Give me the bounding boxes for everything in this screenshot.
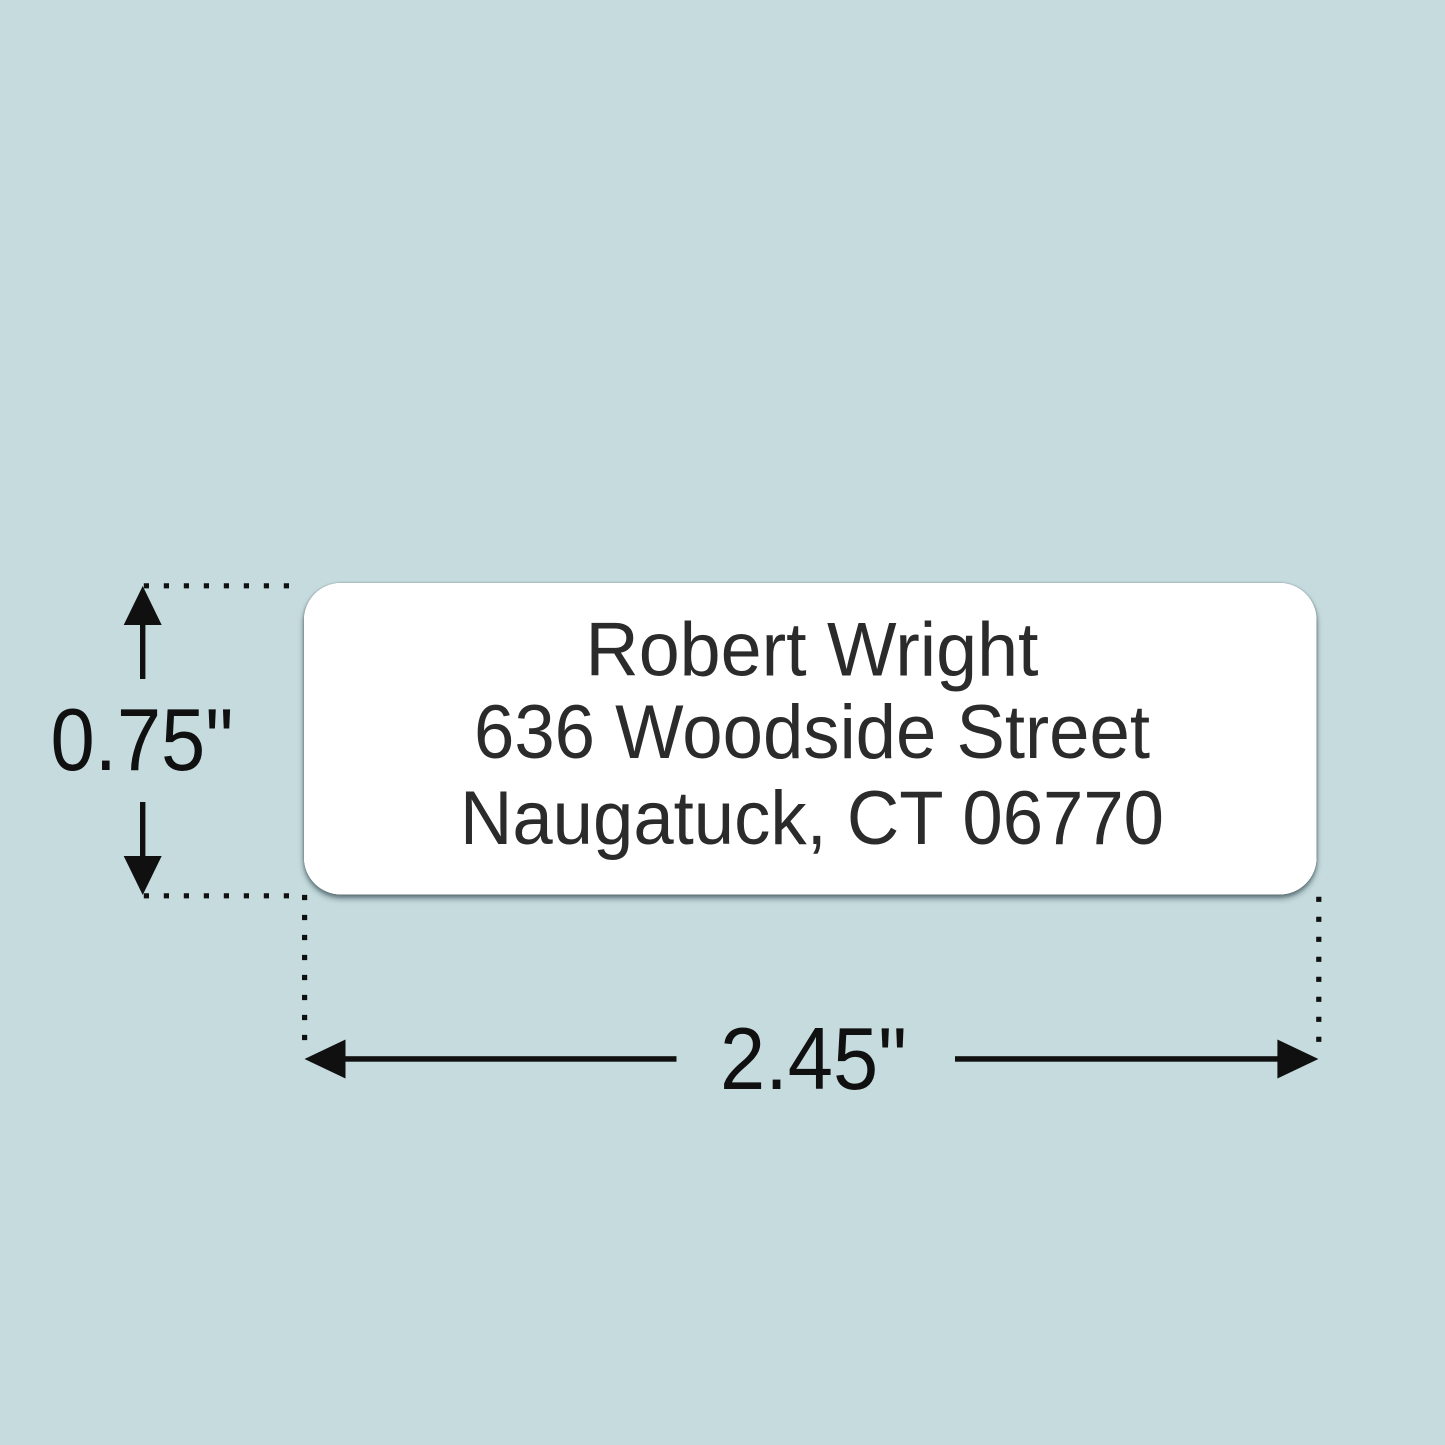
- svg-text:0.75": 0.75": [51, 690, 234, 789]
- svg-text:Robert Wright: Robert Wright: [586, 608, 1039, 693]
- svg-text:2.45": 2.45": [720, 1009, 907, 1108]
- svg-text:Naugatuck, CT 06770: Naugatuck, CT 06770: [460, 776, 1164, 861]
- svg-text:636 Woodside Street: 636 Woodside Street: [474, 690, 1150, 775]
